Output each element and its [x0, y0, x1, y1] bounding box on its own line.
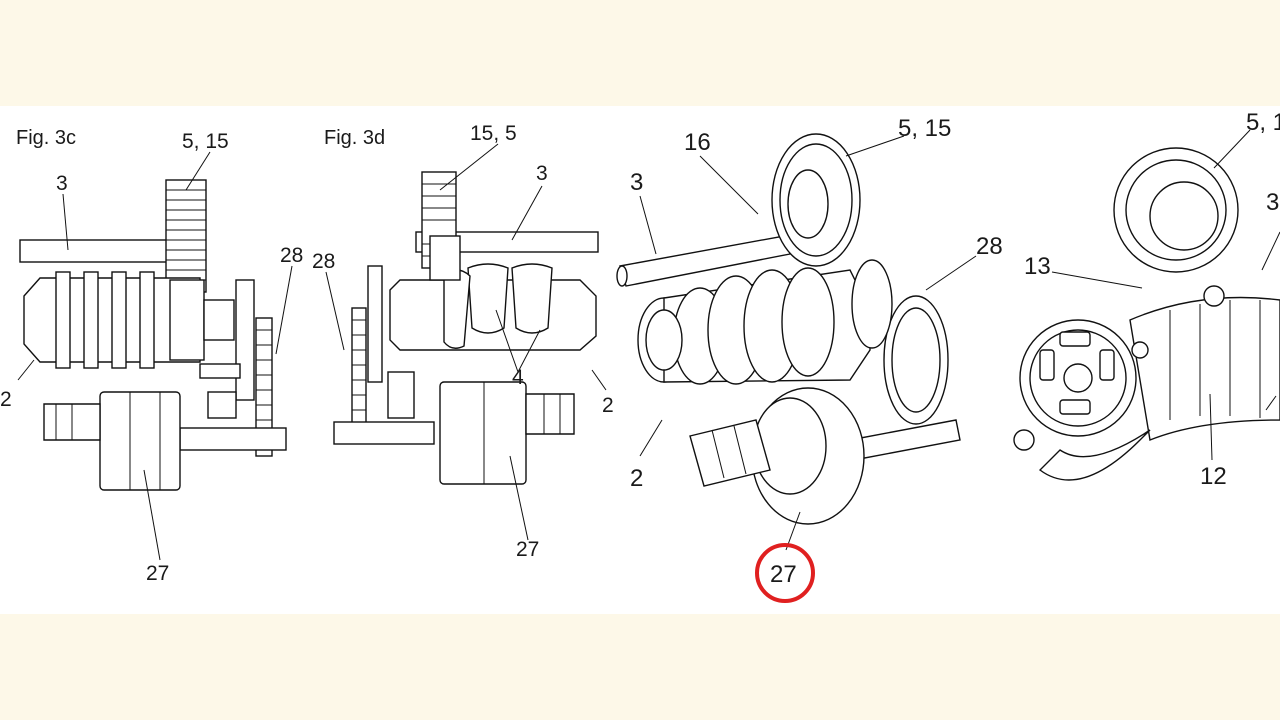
shaft-12 — [1129, 285, 1280, 441]
figure-partial-right — [1013, 147, 1280, 481]
label-2: 2 — [0, 388, 12, 411]
label-2: 2 — [602, 394, 614, 417]
label-16: 16 — [684, 129, 711, 156]
electric-motor-27 — [439, 381, 575, 485]
label-28: 28 — [280, 244, 303, 267]
figure-3c — [19, 179, 287, 491]
shift-drum — [23, 271, 235, 369]
figure-perspective — [616, 133, 961, 525]
motor-shaft — [179, 427, 287, 451]
reference-labels: 5, 15 3 28 2 27 15, 5 3 28 4 2 27 16 5, … — [0, 109, 1280, 585]
gear-28 — [351, 265, 383, 441]
label-27: 27 — [770, 561, 797, 588]
label-5-1: 5, 1 — [1246, 109, 1280, 136]
figure-titles: Fig. 3c Fig. 3d — [16, 127, 385, 149]
motor-shaft — [849, 419, 961, 461]
gear-5-15 — [165, 179, 207, 293]
electric-motor-27 — [689, 387, 865, 525]
shaft-3 — [19, 239, 191, 263]
figure-3d — [333, 171, 599, 485]
highlighted-label-27: 27 — [755, 543, 815, 603]
clutch-assembly — [1013, 319, 1137, 451]
shift-drum — [637, 267, 871, 385]
label-27: 27 — [516, 538, 539, 561]
shaft-3 — [415, 231, 599, 253]
gear-28 — [851, 259, 949, 425]
figure-3d-title: Fig. 3d — [324, 127, 385, 149]
top-margin — [0, 0, 1280, 106]
label-3: 3 — [536, 162, 548, 185]
shift-drum-with-forks-4 — [389, 235, 597, 351]
gear-5-15 — [771, 133, 861, 267]
motor-shaft — [333, 421, 435, 445]
label-3: 3 — [1266, 189, 1279, 216]
label-28: 28 — [976, 233, 1003, 260]
label-4: 4 — [512, 366, 524, 389]
label-5-15: 5, 15 — [898, 115, 951, 142]
label-3: 3 — [630, 169, 643, 196]
bottom-margin — [0, 614, 1280, 720]
electric-motor-27 — [43, 391, 181, 491]
label-15-5: 15, 5 — [470, 122, 517, 145]
figure-3c-title: Fig. 3c — [16, 127, 76, 149]
label-5-15: 5, 15 — [182, 130, 229, 153]
label-13: 13 — [1024, 253, 1051, 280]
label-12: 12 — [1200, 463, 1227, 490]
highlight-circle — [755, 543, 815, 603]
label-2: 2 — [630, 465, 643, 492]
leader-lines — [17, 129, 1280, 561]
label-28: 28 — [312, 250, 335, 273]
label-3: 3 — [56, 172, 68, 195]
gear-5-1 — [1113, 147, 1239, 273]
label-27: 27 — [146, 562, 169, 585]
